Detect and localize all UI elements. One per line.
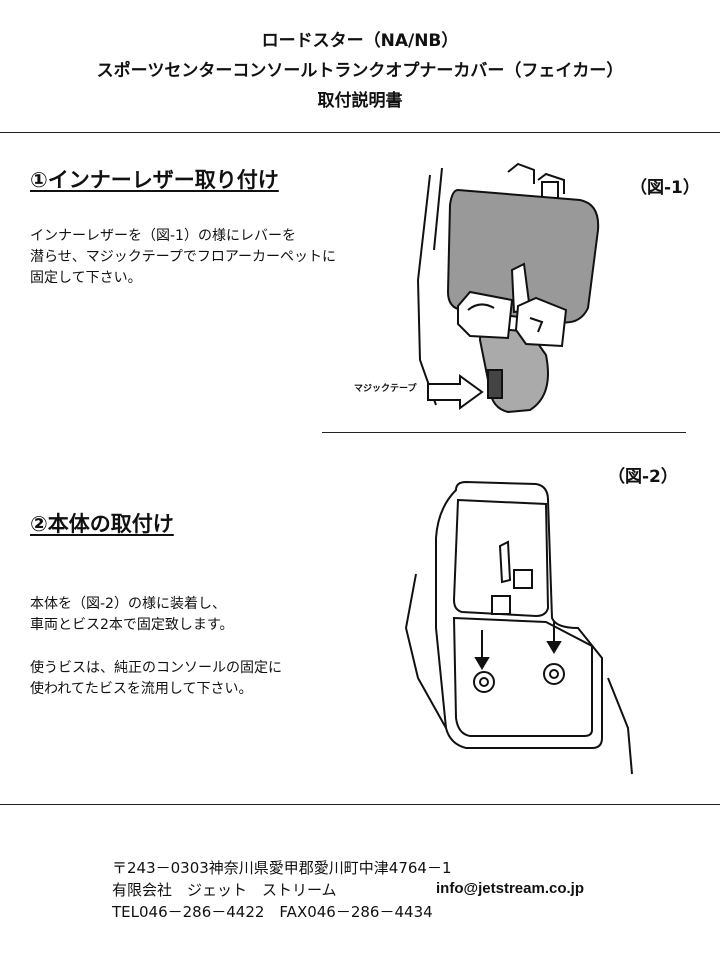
footer-email[interactable]: info@jetstream.co.jp (436, 880, 584, 897)
figure2-illustration (404, 480, 633, 775)
figure2-label: （図-2） (608, 467, 678, 487)
section1-heading: ①インナーレザー取り付け (30, 168, 279, 192)
velcro-arrow-label: マジックテープ (354, 384, 417, 394)
footer-address: 〒243－0303神奈川県愛甲郡愛川町中津4764－1 (112, 859, 452, 877)
figure1-label: （図-1） (630, 178, 700, 198)
doc-title-line1: ロードスター（NA/NB） (261, 31, 459, 51)
section2-body1: 本体を（図-2）の様に装着し、 車両とビス2本で固定致します。 (30, 596, 234, 633)
section2-body2: 使うビスは、純正のコンソールの固定に 使われてたビスを流用して下さい。 (30, 660, 282, 697)
doc-title-line2: スポーツセンターコンソールトランクオプナーカバー（フェイカー） (96, 61, 624, 81)
section-divider (322, 432, 686, 433)
footer-company: 有限会社 ジェット ストリーム (112, 881, 337, 899)
footer-divider (0, 804, 720, 805)
header-divider (0, 132, 720, 133)
figure1-illustration (416, 162, 600, 414)
section1-body: インナーレザーを（図-1）の様にレバーを 潜らせ、マジックテープでフロアーカーペ… (30, 228, 337, 286)
doc-title-line3: 取付説明書 (317, 91, 403, 111)
footer-phone-fax: TEL046－286－4422 FAX046－286－4434 (112, 903, 433, 921)
section2-heading: ②本体の取付け (30, 512, 174, 536)
